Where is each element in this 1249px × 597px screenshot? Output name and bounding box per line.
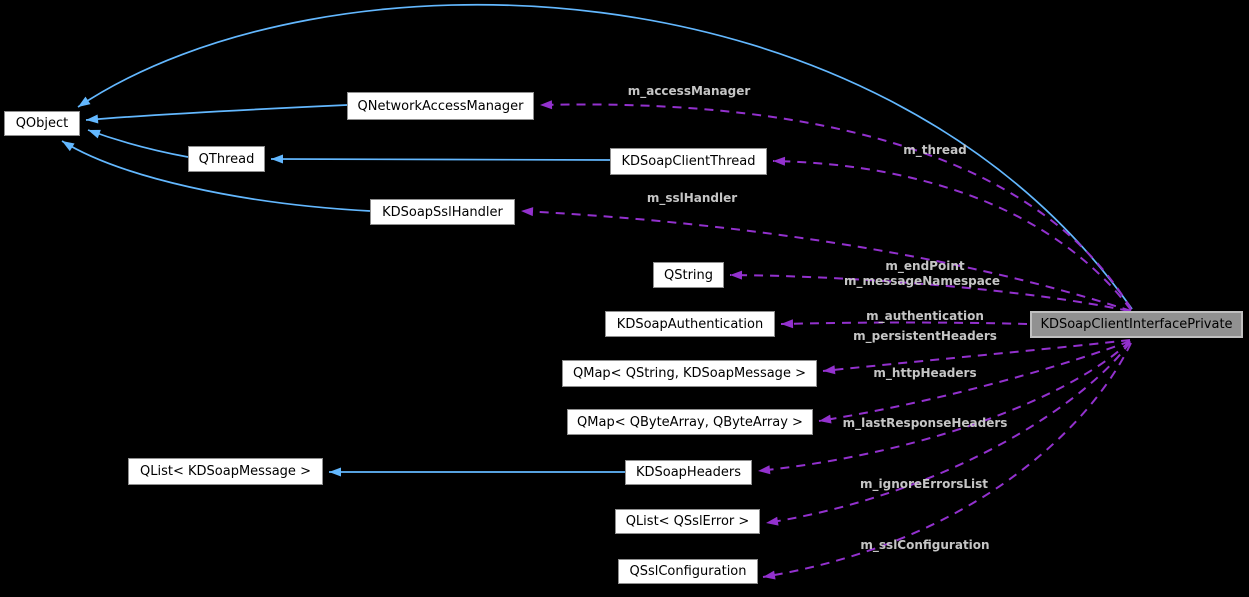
edge-label-m-persistentheaders: m_persistentHeaders [853,329,997,343]
node-qmap-qbytearray-qbytearray[interactable]: QMap< QByteArray, QByteArray > [567,409,813,435]
edge-usage-authentication [780,319,1028,329]
edge-label-m-messagenamespace: m_messageNamespace [843,274,1001,288]
node-kdsoapsslhandler[interactable]: KDSoapSslHandler [370,199,515,225]
edge-usage-persistentheaders [822,339,1131,375]
edge-usage-lastresponseheaders [757,340,1131,475]
edge-inherit-sslhandler-to-qobject [61,140,371,212]
node-kdsoapclientinterfaceprivate: KDSoapClientInterfacePrivate [1030,311,1243,338]
edge-inherit-private-to-qobject [77,3,1133,310]
edge-label-m-sslhandler: m_sslHandler [646,191,738,205]
edge-label-m-lastresponseheaders: m_lastResponseHeaders [842,416,1008,430]
node-qnetworkaccessmanager[interactable]: QNetworkAccessManager [347,92,534,120]
edge-label-m-httpheaders: m_httpHeaders [873,366,977,380]
node-qsslconfiguration[interactable]: QSslConfiguration [618,559,758,584]
node-kdsoapclientthread[interactable]: KDSoapClientThread [610,148,767,175]
edge-label-m-ignoreerrorslist: m_ignoreErrorsList [859,477,989,491]
edge-label-m-sslconfiguration: m_sslConfiguration [860,538,990,552]
edge-usage-ignoreerrorslist [765,341,1131,526]
edge-label-m-accessmanager: m_accessManager [627,84,751,98]
edge-inherit-clientthread-to-qthread [270,154,611,164]
node-qthread[interactable]: QThread [188,146,265,172]
edge-usage-accessmanager [539,100,1132,310]
edge-label-m-authentication: m_authentication [866,309,984,323]
node-qmap-qstring-kdsoapmessage[interactable]: QMap< QString, KDSoapMessage > [562,360,817,387]
node-qobject[interactable]: QObject [4,111,80,136]
node-qlist-qsslerror[interactable]: QList< QSslError > [615,509,760,534]
node-qlist-kdsoapmessage[interactable]: QList< KDSoapMessage > [128,458,323,485]
node-qstring[interactable]: QString [653,262,724,288]
edge-usage-thread [772,156,1132,311]
node-kdsoapauthentication[interactable]: KDSoapAuthentication [605,311,775,337]
edge-inherit-qthread-to-qobject [87,129,189,158]
edge-label-m-endpoint: m_endPoint [885,259,965,273]
edge-inherit-qnam-to-qobject [85,104,348,124]
edge-label-m-thread: m_thread [903,143,967,157]
edge-usage-httpheaders [818,340,1131,424]
edge-usage-sslhandler [520,207,1132,312]
node-kdsoapheaders[interactable]: KDSoapHeaders [625,460,752,485]
edge-usage-sslconfiguration [762,342,1132,580]
